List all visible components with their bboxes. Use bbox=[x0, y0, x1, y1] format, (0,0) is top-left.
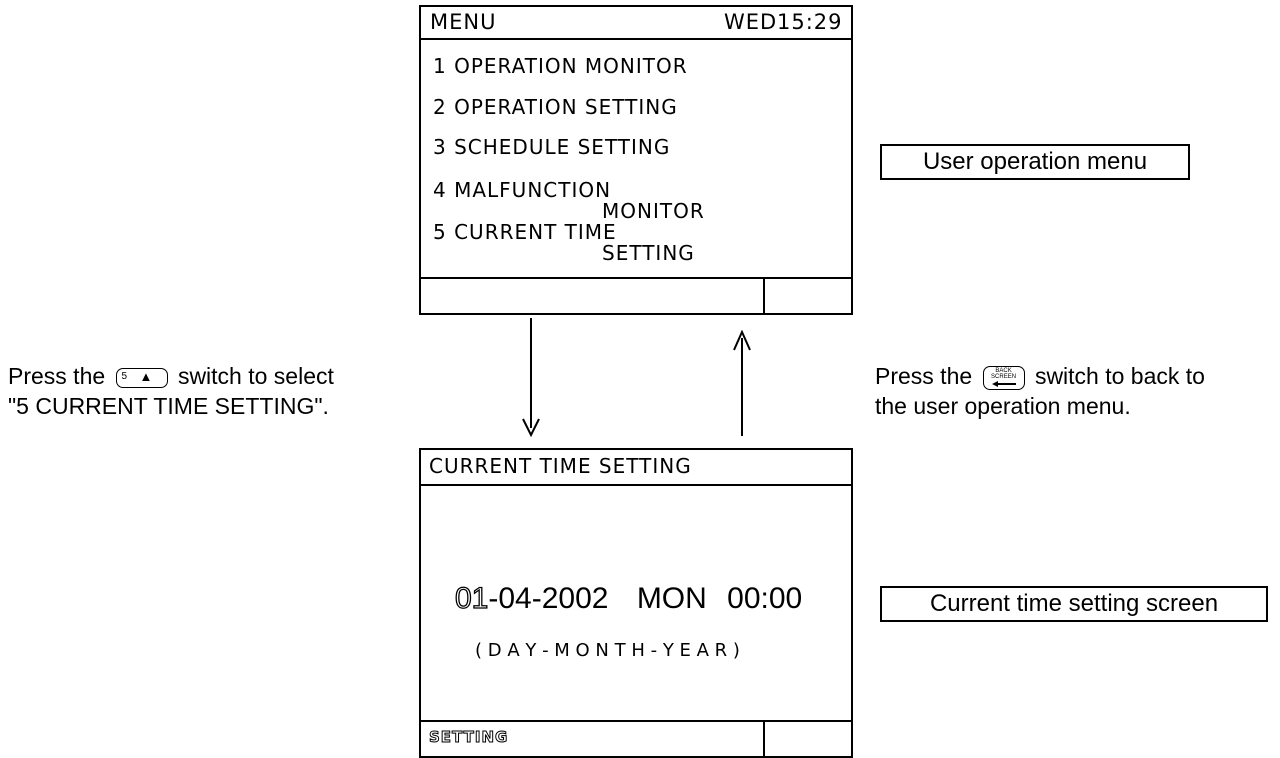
menu-item-operation-setting[interactable]: 2 OPERATION SETTING bbox=[433, 95, 678, 119]
up-arrowhead-icon bbox=[733, 330, 751, 351]
menu-item-label: MALFUNCTION bbox=[454, 178, 612, 202]
setting-indicator: SETTING bbox=[428, 728, 509, 747]
month-year-field[interactable]: -04-2002 bbox=[488, 582, 609, 615]
menu-item-label: SCHEDULE SETTING bbox=[454, 135, 671, 159]
menu-screen-label: User operation menu bbox=[880, 144, 1190, 180]
day-field[interactable]: 01 bbox=[454, 581, 489, 615]
time-screen-title: CURRENT TIME SETTING bbox=[429, 454, 692, 478]
key-label: BACK bbox=[995, 367, 1012, 374]
menu-header: MENU WED 15:29 bbox=[421, 7, 851, 40]
caption-text: switch to select bbox=[177, 363, 334, 389]
menu-item-label: CURRENT TIME bbox=[454, 220, 617, 244]
time-setting-screen: CURRENT TIME SETTING 01-04-2002 MON 00:0… bbox=[419, 448, 853, 758]
menu-item-malfunction-monitor-line2: MONITOR bbox=[602, 199, 705, 223]
menu-title: MENU bbox=[430, 10, 497, 34]
menu-item-schedule-setting[interactable]: 3 SCHEDULE SETTING bbox=[433, 135, 670, 159]
select-instruction: Press the 5 ▲ switch to select "5 CURREN… bbox=[8, 361, 334, 421]
back-instruction: Press the BACK SCREEN switch to back to … bbox=[875, 361, 1205, 421]
down-arrow bbox=[530, 318, 532, 428]
time-screen-header: CURRENT TIME SETTING bbox=[421, 450, 851, 486]
menu-item-current-time-setting-line2: SETTING bbox=[602, 241, 695, 265]
menu-item-number: 3 bbox=[433, 135, 447, 159]
menu-item-label: OPERATION SETTING bbox=[454, 95, 678, 119]
menu-item-current-time-setting[interactable]: 5 CURRENT TIME bbox=[433, 220, 617, 244]
menu-item-operation-monitor[interactable]: 1 OPERATION MONITOR bbox=[433, 54, 688, 78]
menu-screen: MENU WED 15:29 1 OPERATION MONITOR 2 OPE… bbox=[419, 5, 853, 315]
menu-item-number: 4 bbox=[433, 178, 447, 202]
caption-text: the user operation menu. bbox=[875, 393, 1131, 419]
caption-text: switch to back to bbox=[1034, 363, 1205, 389]
menu-item-malfunction-monitor[interactable]: 4 MALFUNCTION bbox=[433, 178, 611, 202]
menu-day: WED bbox=[724, 10, 778, 34]
menu-clock: 15:29 bbox=[777, 10, 843, 34]
up-arrow bbox=[741, 338, 743, 436]
left-arrow-icon bbox=[991, 380, 1016, 387]
back-screen-button[interactable]: BACK SCREEN bbox=[982, 365, 1025, 390]
caption-text: Press the bbox=[8, 363, 106, 389]
time-field[interactable]: 00:00 bbox=[727, 582, 803, 615]
key-5-up-button[interactable]: 5 ▲ bbox=[115, 367, 168, 388]
menu-item-number: 5 bbox=[433, 220, 447, 244]
down-arrowhead-icon bbox=[522, 418, 540, 437]
time-screen-label: Current time setting screen bbox=[880, 586, 1268, 622]
weekday-field[interactable]: MON bbox=[636, 582, 707, 615]
triangle-up-icon: ▲ bbox=[139, 368, 153, 384]
caption-text: "5 CURRENT TIME SETTING". bbox=[8, 393, 329, 419]
menu-item-number: 2 bbox=[433, 95, 447, 119]
menu-footer-divider bbox=[763, 279, 765, 313]
menu-footer bbox=[421, 277, 851, 313]
time-footer-divider bbox=[763, 722, 765, 756]
key-number: 5 bbox=[121, 370, 128, 382]
menu-item-number: 1 bbox=[433, 54, 447, 78]
caption-text: Press the bbox=[875, 363, 973, 389]
date-format-hint: ( D A Y - M O N T H - Y E A R ) bbox=[475, 640, 740, 661]
key-label: SCREEN bbox=[991, 373, 1017, 380]
time-screen-footer: SETTING bbox=[421, 720, 851, 756]
menu-item-label: OPERATION MONITOR bbox=[454, 54, 688, 78]
date-time-display: 01-04-2002 MON 00:00 bbox=[454, 581, 803, 616]
